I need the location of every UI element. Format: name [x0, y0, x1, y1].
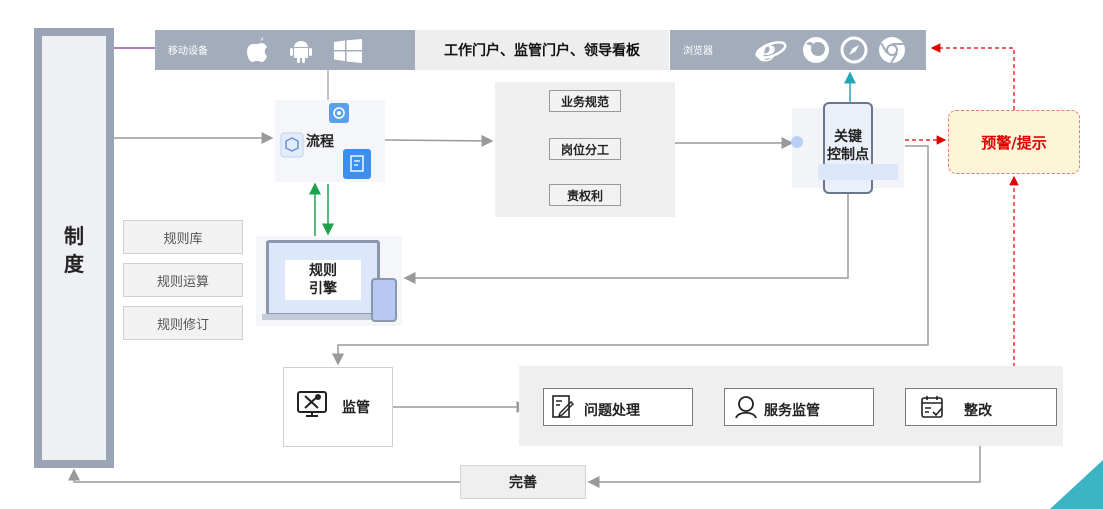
service-supervision-label: 服务监管	[764, 403, 820, 419]
corner-decoration	[1050, 460, 1103, 509]
portal-title: 工作门户、监管门户、领导看板	[415, 30, 669, 70]
monitor-tools-icon	[296, 390, 328, 424]
problem-handling-label: 问题处理	[584, 403, 640, 419]
process-cube-icon	[280, 132, 304, 162]
improve-box: 完善	[460, 465, 586, 499]
supervision-label: 监管	[342, 400, 370, 416]
firefox-icon	[802, 36, 830, 68]
warning-box: 预警/提示	[948, 110, 1080, 174]
supervision-node	[283, 367, 393, 447]
rule-revision: 规则修订	[123, 306, 243, 340]
rectification-label: 整改	[964, 403, 992, 419]
process-gear-icon	[328, 102, 350, 128]
apple-icon	[246, 37, 268, 68]
problem-handling	[543, 388, 693, 426]
windows-icon	[334, 39, 362, 67]
key-control-label: 关键 控制点	[827, 129, 869, 163]
chrome-icon	[878, 36, 906, 68]
process-label: 流程	[306, 134, 334, 150]
rule-computation: 规则运算	[123, 263, 243, 297]
rule-engine-label: 规则 引擎	[285, 260, 361, 300]
duty-business-norms: 业务规范	[549, 90, 621, 112]
safari-icon	[840, 36, 868, 68]
system-label: 制 度	[64, 224, 84, 276]
mobile-devices-bar	[155, 30, 415, 70]
mobile-devices-label: 移动设备	[168, 46, 208, 57]
duty-division-of-labor: 岗位分工	[549, 138, 621, 160]
monitor-base	[262, 314, 386, 320]
system-column-inner	[42, 36, 106, 460]
service-supervision	[724, 388, 874, 426]
ie-icon: e	[755, 34, 787, 69]
rectification	[905, 388, 1057, 426]
edit-document-icon	[552, 395, 574, 423]
duty-responsibility-rights: 责权利	[549, 184, 621, 206]
android-icon	[288, 38, 314, 68]
process-document-icon	[342, 148, 372, 184]
user-icon	[734, 395, 758, 423]
calendar-check-icon	[921, 395, 945, 423]
rule-library: 规则库	[123, 220, 243, 254]
info-card-icon	[818, 164, 898, 180]
phone-icon	[371, 278, 397, 322]
browser-label: 浏览器	[683, 46, 713, 57]
node-dot-icon	[791, 136, 803, 148]
